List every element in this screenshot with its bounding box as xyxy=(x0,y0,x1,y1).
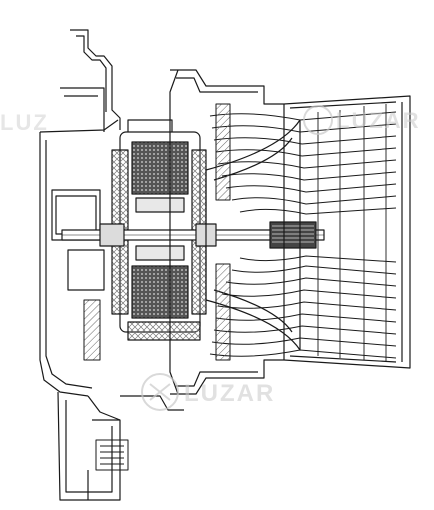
impeller-blades-upper xyxy=(209,103,397,215)
impeller-blades-lower xyxy=(209,255,397,361)
brand-logo-icon xyxy=(141,105,333,411)
blower-scroll xyxy=(169,69,411,395)
watermark-brand-bottom: LUZAR xyxy=(184,380,276,407)
inlet-ring xyxy=(317,104,387,362)
mounting-bracket xyxy=(87,395,184,500)
watermark-brand-right: LUZAR xyxy=(336,108,421,133)
connector-block xyxy=(83,299,129,471)
housing-flange xyxy=(39,29,121,501)
motor-shaft xyxy=(61,221,325,249)
watermark-brand-left: LUZ xyxy=(0,110,49,135)
